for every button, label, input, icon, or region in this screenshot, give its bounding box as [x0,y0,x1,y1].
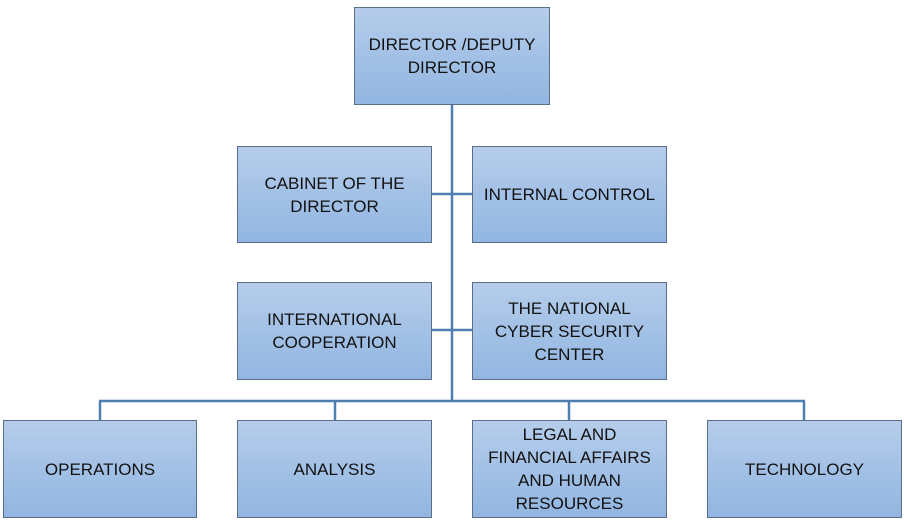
international-cooperation-box: INTERNATIONAL COOPERATION [237,282,432,380]
operations-label: OPERATIONS [44,459,156,479]
legal-financial-hr-box: LEGAL AND FINANCIAL AFFAIRS AND HUMAN RE… [472,420,667,518]
technology-box: TECHNOLOGY [707,420,902,518]
analysis-box: ANALYSIS [237,420,432,518]
director-label: DIRECTOR /DEPUTY DIRECTOR [368,35,536,77]
legal-financial-hr-label: LEGAL AND FINANCIAL AFFAIRS AND HUMAN RE… [488,425,651,513]
international-cooperation-label: INTERNATIONAL COOPERATION [267,310,402,352]
director-box: DIRECTOR /DEPUTY DIRECTOR [354,7,550,105]
cabinet-label: CABINET OF THE DIRECTOR [264,173,405,216]
cyber-security-center-label: THE NATIONAL CYBER SECURITY CENTER [494,298,645,364]
cabinet-box: CABINET OF THE DIRECTOR [237,146,432,243]
internal-control-box: INTERNAL CONTROL [472,146,667,243]
operations-box: OPERATIONS [3,420,197,518]
analysis-label: ANALYSIS [293,459,376,479]
technology-label: TECHNOLOGY [744,459,865,479]
cyber-security-center-box: THE NATIONAL CYBER SECURITY CENTER [472,282,667,380]
internal-control-label: INTERNAL CONTROL [483,185,656,204]
